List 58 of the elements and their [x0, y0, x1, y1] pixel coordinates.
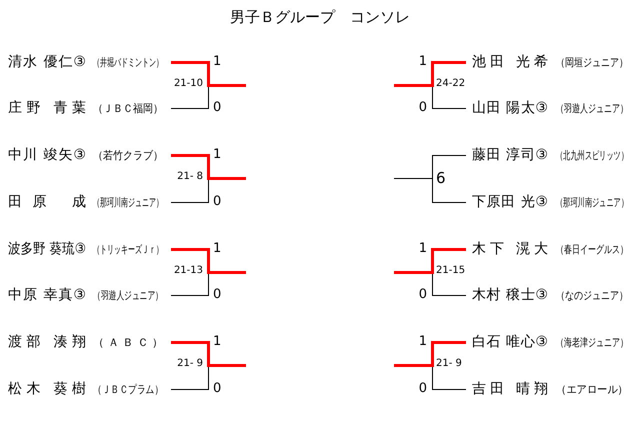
- club-name: （那珂川南ジュニア）: [93, 196, 163, 209]
- club-name: （羽遊人ジュニア）: [556, 102, 628, 115]
- player-name: 吉田 晴翔: [472, 381, 548, 397]
- club-name: （海老津ジュニア）: [556, 336, 628, 349]
- bracket-line: [431, 341, 466, 366]
- club-name: （若竹クラブ）: [93, 149, 163, 162]
- club-name: （那珂川南ジュニア）: [556, 196, 628, 209]
- player-name: 下原田 光③: [472, 194, 548, 210]
- player-name: 木村 穣士③: [472, 287, 548, 303]
- club-name: （ＪＢＣ福岡）: [93, 102, 163, 115]
- bracket-line: [432, 155, 466, 179]
- bracket-line: [394, 178, 434, 179]
- bracket-line: [171, 61, 210, 86]
- bracket-line: [394, 364, 434, 367]
- club-name: （岡垣ジュニア）: [556, 56, 628, 69]
- bracket-line: [432, 272, 466, 296]
- club-name: （北九州スピリッツ）: [556, 149, 628, 162]
- bracket-line: [171, 248, 210, 272]
- club-name: （羽遊人ジュニア）: [93, 289, 163, 302]
- player-name: 波多野 葵琉③: [8, 241, 86, 257]
- club-name: （ＪＢＣプラム）: [93, 383, 163, 396]
- player-name: 山田 陽太③: [472, 100, 548, 116]
- bracket-line: [394, 271, 434, 274]
- club-name: （なのジュニア）: [556, 289, 628, 302]
- bracket-line: [171, 341, 210, 366]
- player-name: 中原 幸真③: [8, 287, 86, 303]
- bracket-line: [432, 178, 466, 203]
- player-name: 松木 葵樹: [8, 381, 86, 397]
- club-name: （トリッキーズＪｒ）: [93, 243, 163, 256]
- club-name: （井堀バドミントン）: [93, 56, 163, 69]
- bracket-line: [207, 271, 246, 274]
- player-name: 白石 唯心③: [472, 334, 548, 350]
- bracket-line: [207, 364, 246, 367]
- bracket-line: [170, 85, 209, 109]
- bracket-line: [170, 365, 209, 390]
- title: 男子Ｂグループ コンソレ: [230, 9, 410, 26]
- player-name: 池田 光希: [472, 54, 548, 70]
- bracket-line: [170, 272, 209, 296]
- bracket-line: [431, 248, 466, 272]
- bracket-line: [207, 84, 246, 87]
- player-name: 中川 竣矢③: [8, 147, 86, 163]
- bracket-line: [432, 365, 466, 390]
- bracket-line: [171, 154, 210, 178]
- bracket-line: [394, 84, 434, 87]
- player-name: 藤田 淳司③: [472, 147, 548, 163]
- player-name: 渡部 湊翔: [8, 334, 86, 350]
- match-label: 6: [436, 170, 446, 186]
- club-name: （春日イーグルス）: [556, 243, 628, 256]
- bracket-line: [207, 177, 246, 180]
- bracket-line: [431, 61, 466, 86]
- bracket-line: [170, 178, 209, 203]
- club-name: （ＡＢＣ）: [93, 336, 163, 349]
- player-name: 庄野 青葉: [8, 100, 86, 116]
- player-name: 清水 優仁③: [8, 54, 86, 70]
- player-name: 田原 成: [8, 194, 86, 210]
- bracket-line: [432, 85, 466, 109]
- club-name: （エアロール）: [556, 383, 628, 396]
- player-name: 木下 滉大: [472, 241, 548, 257]
